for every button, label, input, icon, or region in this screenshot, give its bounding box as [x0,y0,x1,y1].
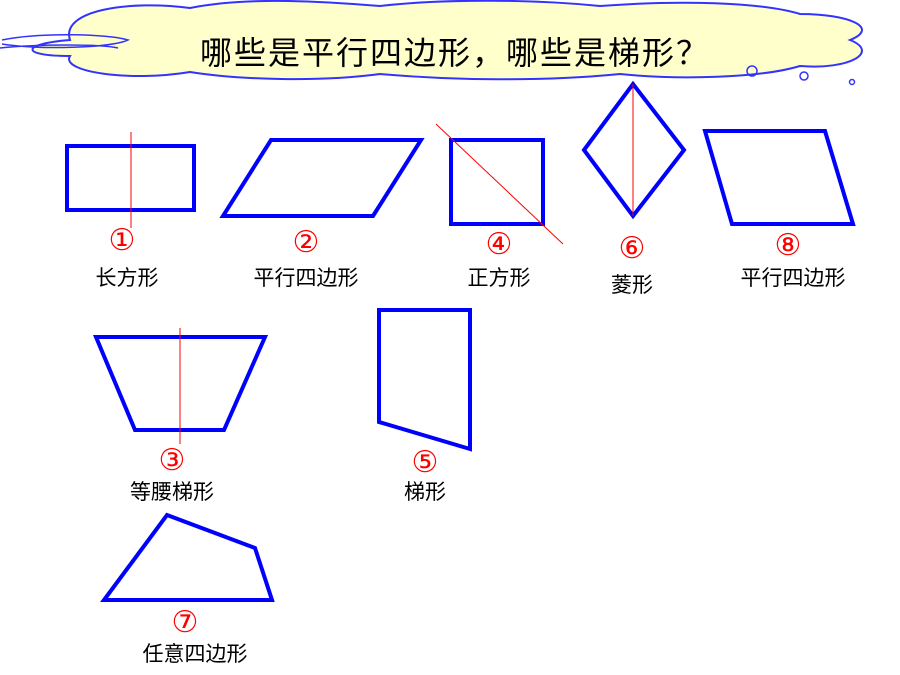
parallelogram-shape-2 [702,129,856,226]
shape-number: ② [292,225,320,260]
shape-number: ⑥ [618,231,646,266]
shape-label: 平行四边形 [253,266,359,290]
shape-number: ④ [485,227,513,262]
shape-number: ③ [158,443,186,478]
shape-label: 菱形 [611,273,653,297]
shape-label: 梯形 [404,480,446,504]
shape-label: 平行四边形 [740,266,846,290]
parallelogram-shape [219,138,425,218]
title-cloud [0,0,863,81]
cloud-bubble [746,65,758,77]
shape-label: 等腰梯形 [130,480,214,504]
quadrilateral-shape [100,512,275,602]
shape-label: 长方形 [95,266,159,290]
cloud-bubble [848,78,856,86]
isosceles-trapezoid-shape [92,335,269,432]
shape-number: ⑤ [411,445,439,480]
rhombus-shape [581,80,687,220]
symmetry-axis [435,123,564,245]
shape-number: ⑧ [774,228,802,263]
shape-label: 任意四边形 [142,642,248,666]
trapezoid-shape [377,308,472,452]
shape-number: ① [108,223,136,258]
slide-title: 哪些是平行四边形，哪些是梯形？ [199,34,710,72]
cloud-bubble [799,71,809,81]
shape-label: 正方形 [467,266,531,290]
square-shape [449,138,545,226]
shape-number: ⑦ [171,605,199,640]
